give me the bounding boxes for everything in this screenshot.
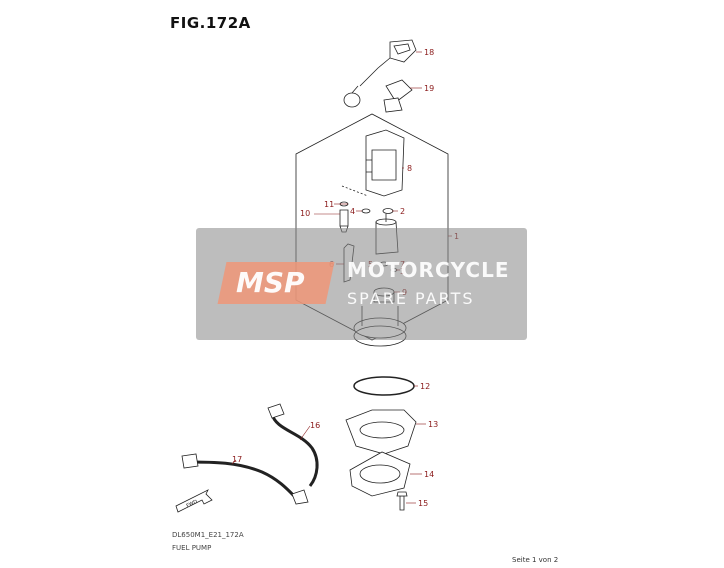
callout-2: 2 xyxy=(400,207,405,216)
part-19-connector xyxy=(383,79,413,113)
callout-18: 18 xyxy=(424,48,434,57)
part-15-bolt xyxy=(396,491,408,511)
part-4-washer xyxy=(361,208,371,214)
callout-4: 4 xyxy=(350,207,355,216)
part-17-hose xyxy=(181,453,309,505)
part-16-hose xyxy=(267,403,319,487)
forward-arrow-icon: FWD xyxy=(175,489,213,513)
part-18-fuel-level-sender xyxy=(343,39,417,108)
callout-8: 8 xyxy=(407,164,412,173)
watermark-line-1: MOTORCYCLE xyxy=(347,258,510,282)
callout-16: 16 xyxy=(310,421,320,430)
diagram-code: DL650M1_E21_172A xyxy=(172,531,244,539)
callout-11: 11 xyxy=(324,200,334,209)
callout-19: 19 xyxy=(424,84,434,93)
figure-title: FIG.172A xyxy=(170,14,251,32)
part-8-pump-housing xyxy=(365,129,405,197)
callout-17: 17 xyxy=(232,455,242,464)
callout-15: 15 xyxy=(418,499,428,508)
callout-13: 13 xyxy=(428,420,438,429)
part-12-gasket xyxy=(353,376,415,396)
callout-14: 14 xyxy=(424,470,434,479)
arrow-label: FWD xyxy=(186,499,199,510)
watermark-line-2: SPARE PARTS xyxy=(347,289,475,308)
callout-12: 12 xyxy=(420,382,430,391)
watermark-logo: MSP xyxy=(236,266,305,299)
diagram-caption: FUEL PUMP xyxy=(172,544,212,552)
callout-10: 10 xyxy=(300,209,310,218)
part-14-retainer xyxy=(349,451,411,497)
page-indicator: Seite 1 von 2 xyxy=(512,556,559,564)
part-13-mounting-plate xyxy=(345,409,417,455)
part-2-o-ring xyxy=(382,208,394,214)
